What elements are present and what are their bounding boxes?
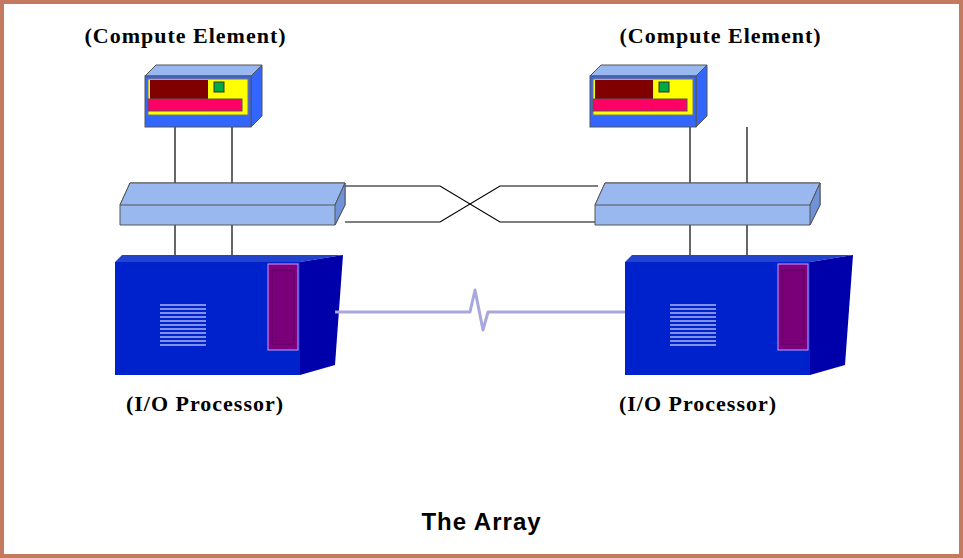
device-label: (I/O Processor) — [126, 391, 284, 417]
device-label: (I/O Processor) — [619, 391, 777, 417]
io-processor: (I/O Processor) — [115, 255, 335, 375]
compute-element: (Compute Element) — [590, 65, 707, 127]
diagram-title: The Array — [0, 508, 963, 536]
network-link — [335, 290, 625, 330]
device-label: (Compute Element) — [619, 23, 821, 49]
compute-element: (Compute Element) — [145, 65, 262, 127]
io-processor: (I/O Processor) — [625, 255, 835, 375]
device-label: (Compute Element) — [84, 23, 286, 49]
